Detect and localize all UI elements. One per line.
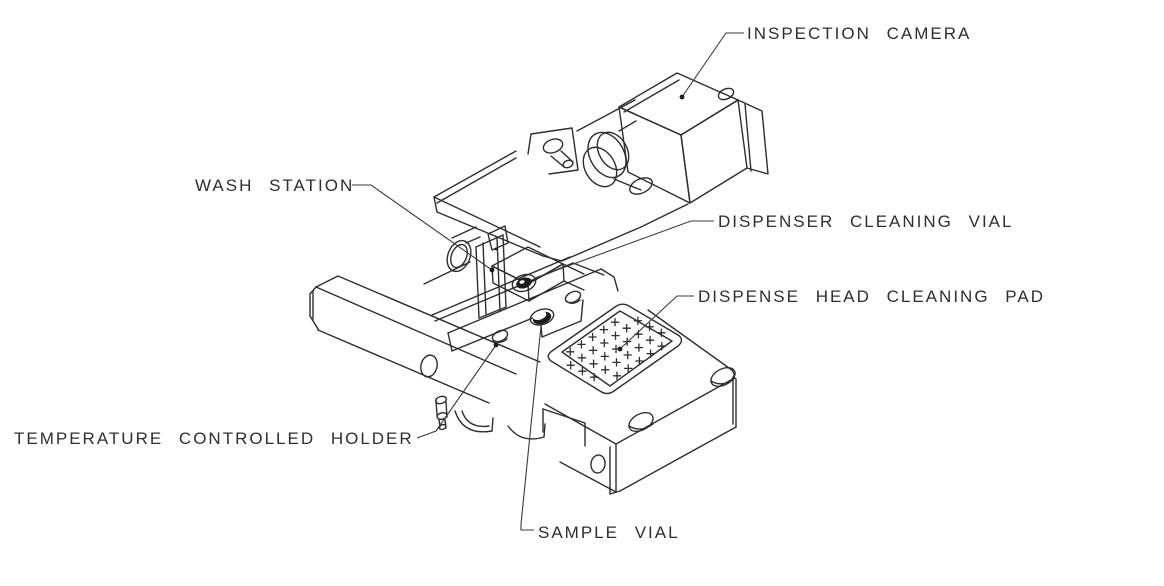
leader-temperature-controlled-holder [416,344,497,439]
label-wash-station: WASH STATION [195,176,355,195]
label-inspection-camera: INSPECTION CAMERA [747,24,972,43]
leader-dispense-head-cleaning-pad [619,295,694,350]
label-sample-vial: SAMPLE VIAL [538,523,680,542]
cleaning-pad-drawing [547,303,683,395]
label-temperature-controlled-holder: TEMPERATURE CONTROLLED HOLDER [14,429,414,448]
base-plate-drawing [542,309,737,495]
nozzle-drawing [434,395,546,440]
leader-dot-inspection-camera [679,94,685,100]
leader-inspection-camera [681,32,744,98]
camera-mount-bracket-drawing [433,99,689,262]
label-dispenser-cleaning-vial: DISPENSER CLEANING VIAL [718,212,1014,231]
leader-dot-temperature-controlled-holder [493,342,499,348]
sample-vial-drawing [529,308,555,326]
pad-plus-grid [565,316,667,382]
leader-sample-vial [520,325,542,531]
inspection-camera-drawing [582,72,769,204]
vial-block-drawing [491,246,585,302]
leader-wash-station [352,184,493,271]
holder-arm-drawing [309,275,541,404]
leader-lines [352,32,744,531]
deck-drawing [431,256,619,352]
wash-station-drawing [423,225,509,319]
label-dispense-head-cleaning-pad: DISPENSE HEAD CLEANING PAD [698,287,1045,306]
leader-dispenser-cleaning-vial [534,220,714,279]
leader-dot-wash-station [489,267,495,273]
leader-dot-dispense-head-cleaning-pad [617,346,623,352]
